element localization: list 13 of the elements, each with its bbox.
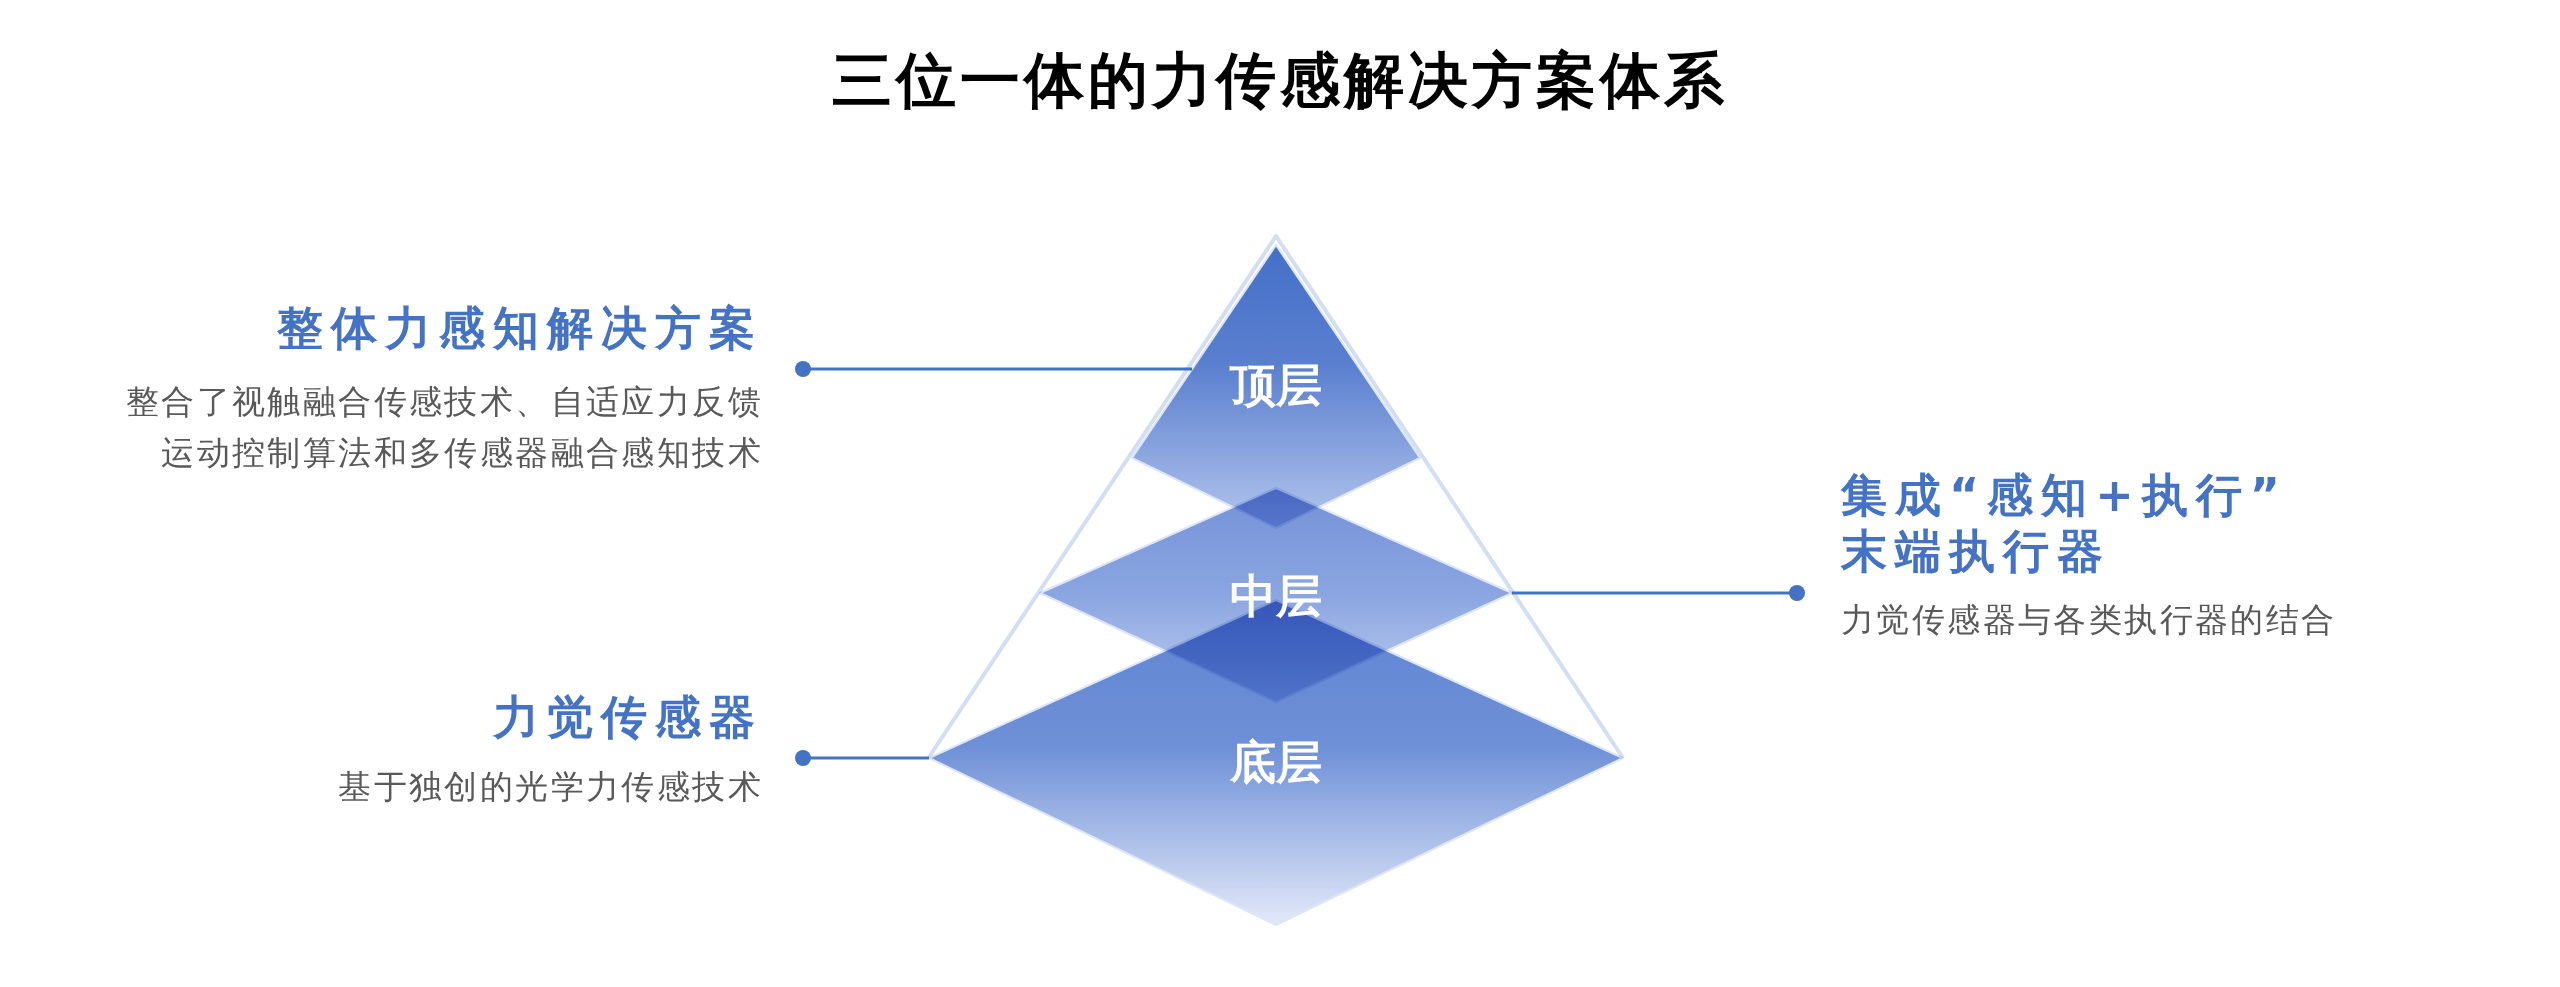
callout-heading: 整体力感知解决方案 — [277, 300, 763, 356]
callout-heading: 力觉传感器 — [493, 689, 763, 745]
tier-label: 顶层 — [1230, 360, 1322, 410]
callout-heading: 集成“感知+执行”末端执行器 — [1841, 467, 2289, 579]
leader-line — [795, 750, 929, 766]
tier-label: 中层 — [1230, 571, 1322, 621]
tier-label: 底层 — [1230, 737, 1322, 787]
callout-text: 整合了视触融合传感技术、自适应力反馈运动控制算法和多传感器融合感知技术 — [124, 381, 763, 474]
diagram-title: 三位一体的力传感解决方案体系 — [832, 45, 1728, 115]
callout-text: 基于独创的光学力传感技术 — [338, 766, 763, 808]
leader-line — [1512, 585, 1805, 601]
callout-text: 力觉传感器与各类执行器的结合 — [1841, 599, 2337, 641]
leader-line — [795, 361, 1192, 377]
